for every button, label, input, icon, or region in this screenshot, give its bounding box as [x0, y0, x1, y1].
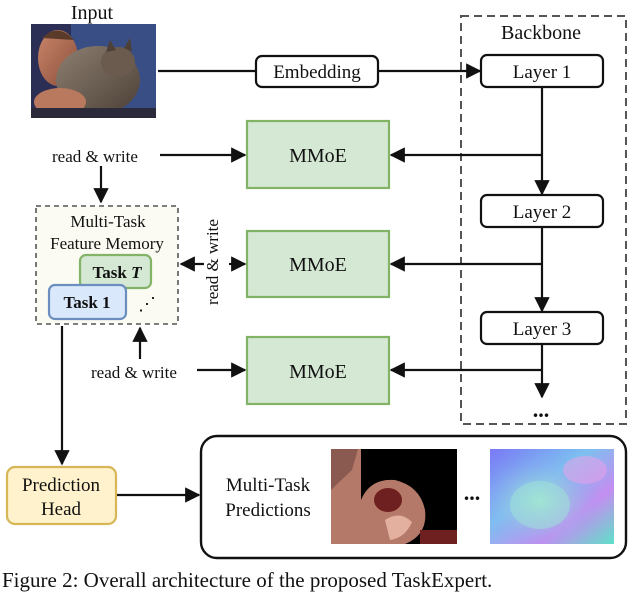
mmoe-box-2: [245, 229, 391, 299]
input-image: [31, 24, 156, 118]
segmentation-prediction-image: [331, 449, 457, 544]
memory-title-line2: Feature Memory: [50, 234, 164, 253]
mmoe-box-1: [245, 119, 391, 190]
figure-caption: Figure 2: Overall architecture of the pr…: [2, 568, 493, 592]
mmoe-label-1: MMoE: [289, 145, 347, 167]
mmoe-label-3: MMoE: [289, 361, 347, 383]
task-t-label: Task T: [93, 263, 143, 282]
layer-2-label: Layer 2: [513, 202, 572, 223]
predictions-line2: Predictions: [225, 500, 311, 521]
mmoe-box-3: [245, 335, 391, 406]
backbone-title: Backbone: [501, 22, 581, 44]
task-1-box: [47, 283, 128, 321]
read-write-label-bottom: read & write: [91, 363, 177, 382]
read-write-label-vertical: read & write: [203, 219, 222, 305]
embedding-label: Embedding: [273, 62, 361, 83]
input-label: Input: [71, 2, 114, 24]
surface-normal-prediction-image: [490, 449, 614, 544]
backbone-ellipsis: ...: [533, 397, 550, 422]
prediction-head-box: [5, 465, 118, 526]
task-1-label: Task 1: [63, 293, 110, 312]
memory-title-line1: Multi-Task: [70, 212, 146, 231]
read-write-label-top: read & write: [52, 147, 138, 166]
backbone-container: [460, 15, 627, 425]
layer-1-label: Layer 1: [513, 62, 572, 83]
predictions-ellipsis: ...: [464, 480, 481, 505]
prediction-head-line2: Head: [41, 499, 82, 520]
mmoe-label-2: MMoE: [289, 254, 347, 276]
layer-3-label: Layer 3: [513, 319, 572, 340]
prediction-head-line1: Prediction: [22, 475, 101, 496]
memory-dots: ⋰: [138, 294, 156, 314]
predictions-line1: Multi-Task: [226, 475, 311, 496]
